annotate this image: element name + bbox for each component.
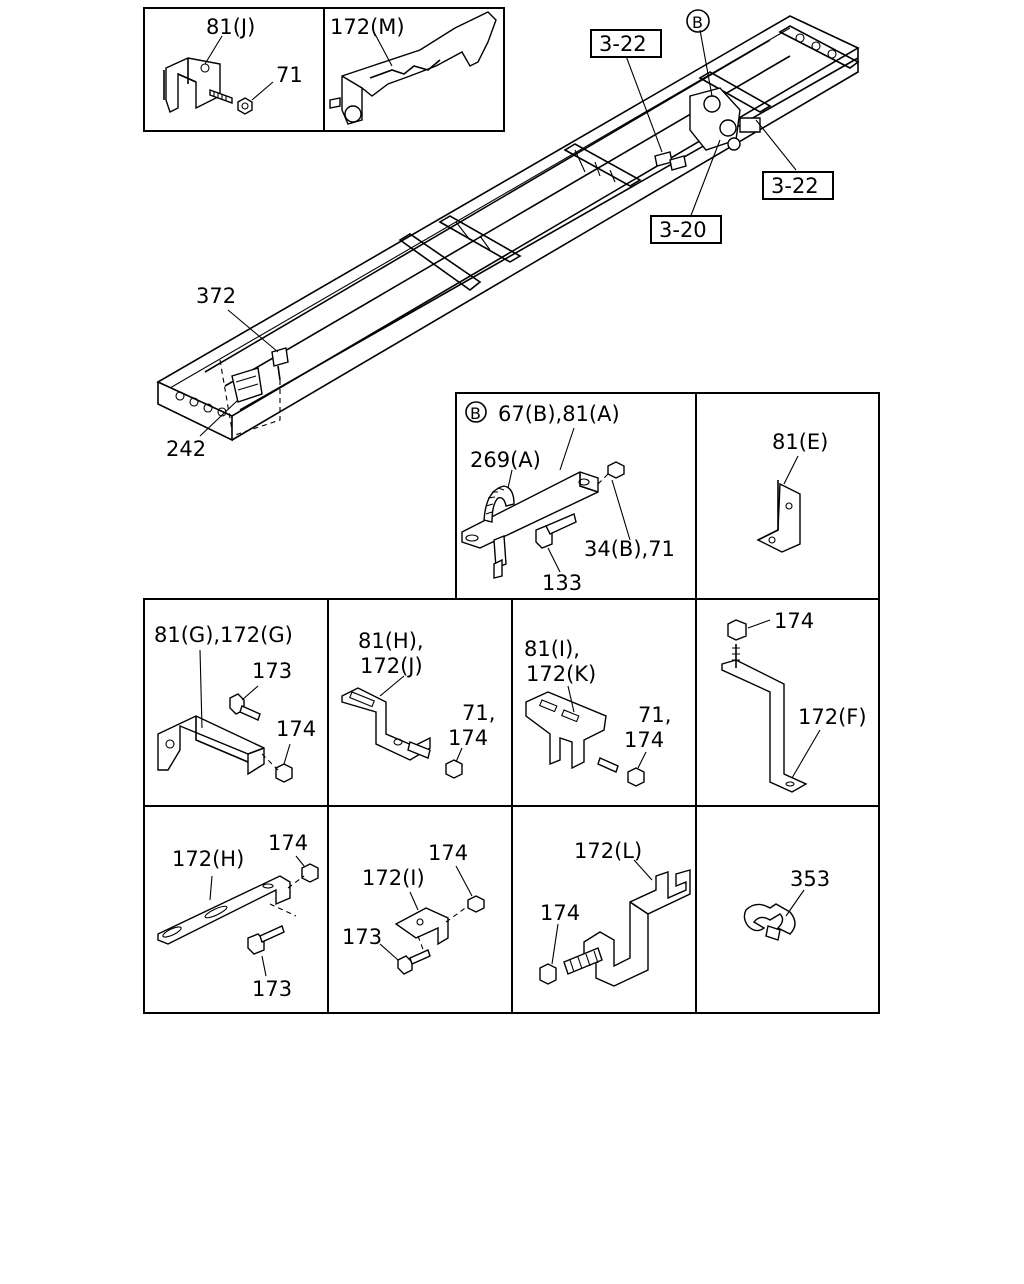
label-173-g: 173 [252, 659, 292, 683]
label-174-l: 174 [540, 901, 580, 925]
label-133: 133 [542, 571, 582, 595]
mark-b-detail: B [470, 404, 481, 423]
detail-b-drawing [461, 401, 631, 579]
label-172f: 172(F) [798, 705, 867, 729]
label-81e: 81(E) [772, 430, 828, 454]
label-173-hh: 173 [252, 977, 292, 1001]
bracket-172l-drawing [539, 859, 691, 987]
clip-353-drawing [743, 889, 805, 941]
bracket-172h-drawing [157, 855, 319, 977]
callout-labels: 81(J) 71 172(M) 372 242 3-22 3-22 3-20 B… [154, 13, 867, 1001]
bracket-172m-drawing [329, 11, 497, 125]
label-172h: 172(H) [172, 847, 244, 871]
label-81j: 81(J) [206, 15, 255, 39]
label-71-h: 71, [462, 701, 495, 725]
label-71-i: 71, [638, 703, 671, 727]
bracket-81j-drawing [163, 35, 274, 115]
label-372: 372 [196, 284, 236, 308]
label-174-i: 174 [624, 728, 664, 752]
label-172l: 172(L) [574, 839, 642, 863]
bracket-81h-172j-drawing [341, 675, 463, 779]
label-174-hh: 174 [268, 831, 308, 855]
bracket-81i-172k-drawing [525, 685, 647, 787]
ref-3-22-a: 3-22 [599, 32, 647, 56]
label-172k: 172(K) [526, 662, 596, 686]
label-174-h: 174 [448, 726, 488, 750]
label-81i: 81(I), [524, 637, 580, 661]
label-172m: 172(M) [330, 15, 405, 39]
chassis-frame-drawing [156, 15, 860, 442]
label-172j: 172(J) [360, 654, 423, 678]
bracket-81g-172g-drawing [157, 649, 293, 783]
label-174-g: 174 [276, 717, 316, 741]
label-353: 353 [790, 867, 830, 891]
bracket-81e-drawing [756, 455, 801, 553]
label-174-ii: 174 [428, 841, 468, 865]
label-172i: 172(I) [362, 866, 425, 890]
ref-3-22-b: 3-22 [771, 174, 819, 198]
mark-b-frame: B [692, 13, 703, 32]
label-173-ii: 173 [342, 925, 382, 949]
label-34b-71: 34(B),71 [584, 537, 675, 561]
label-81g-172g: 81(G),172(G) [154, 623, 293, 647]
bracket-172f-drawing [721, 619, 821, 793]
label-174-f: 174 [774, 609, 814, 633]
reference-boxes [590, 9, 834, 244]
label-81h: 81(H), [358, 629, 424, 653]
bracket-172i-drawing [379, 865, 485, 975]
label-71-top: 71 [276, 63, 303, 87]
label-242: 242 [166, 437, 206, 461]
label-67b-81a: 67(B),81(A) [498, 402, 620, 426]
ref-3-20: 3-20 [659, 218, 707, 242]
label-269a: 269(A) [470, 448, 541, 472]
